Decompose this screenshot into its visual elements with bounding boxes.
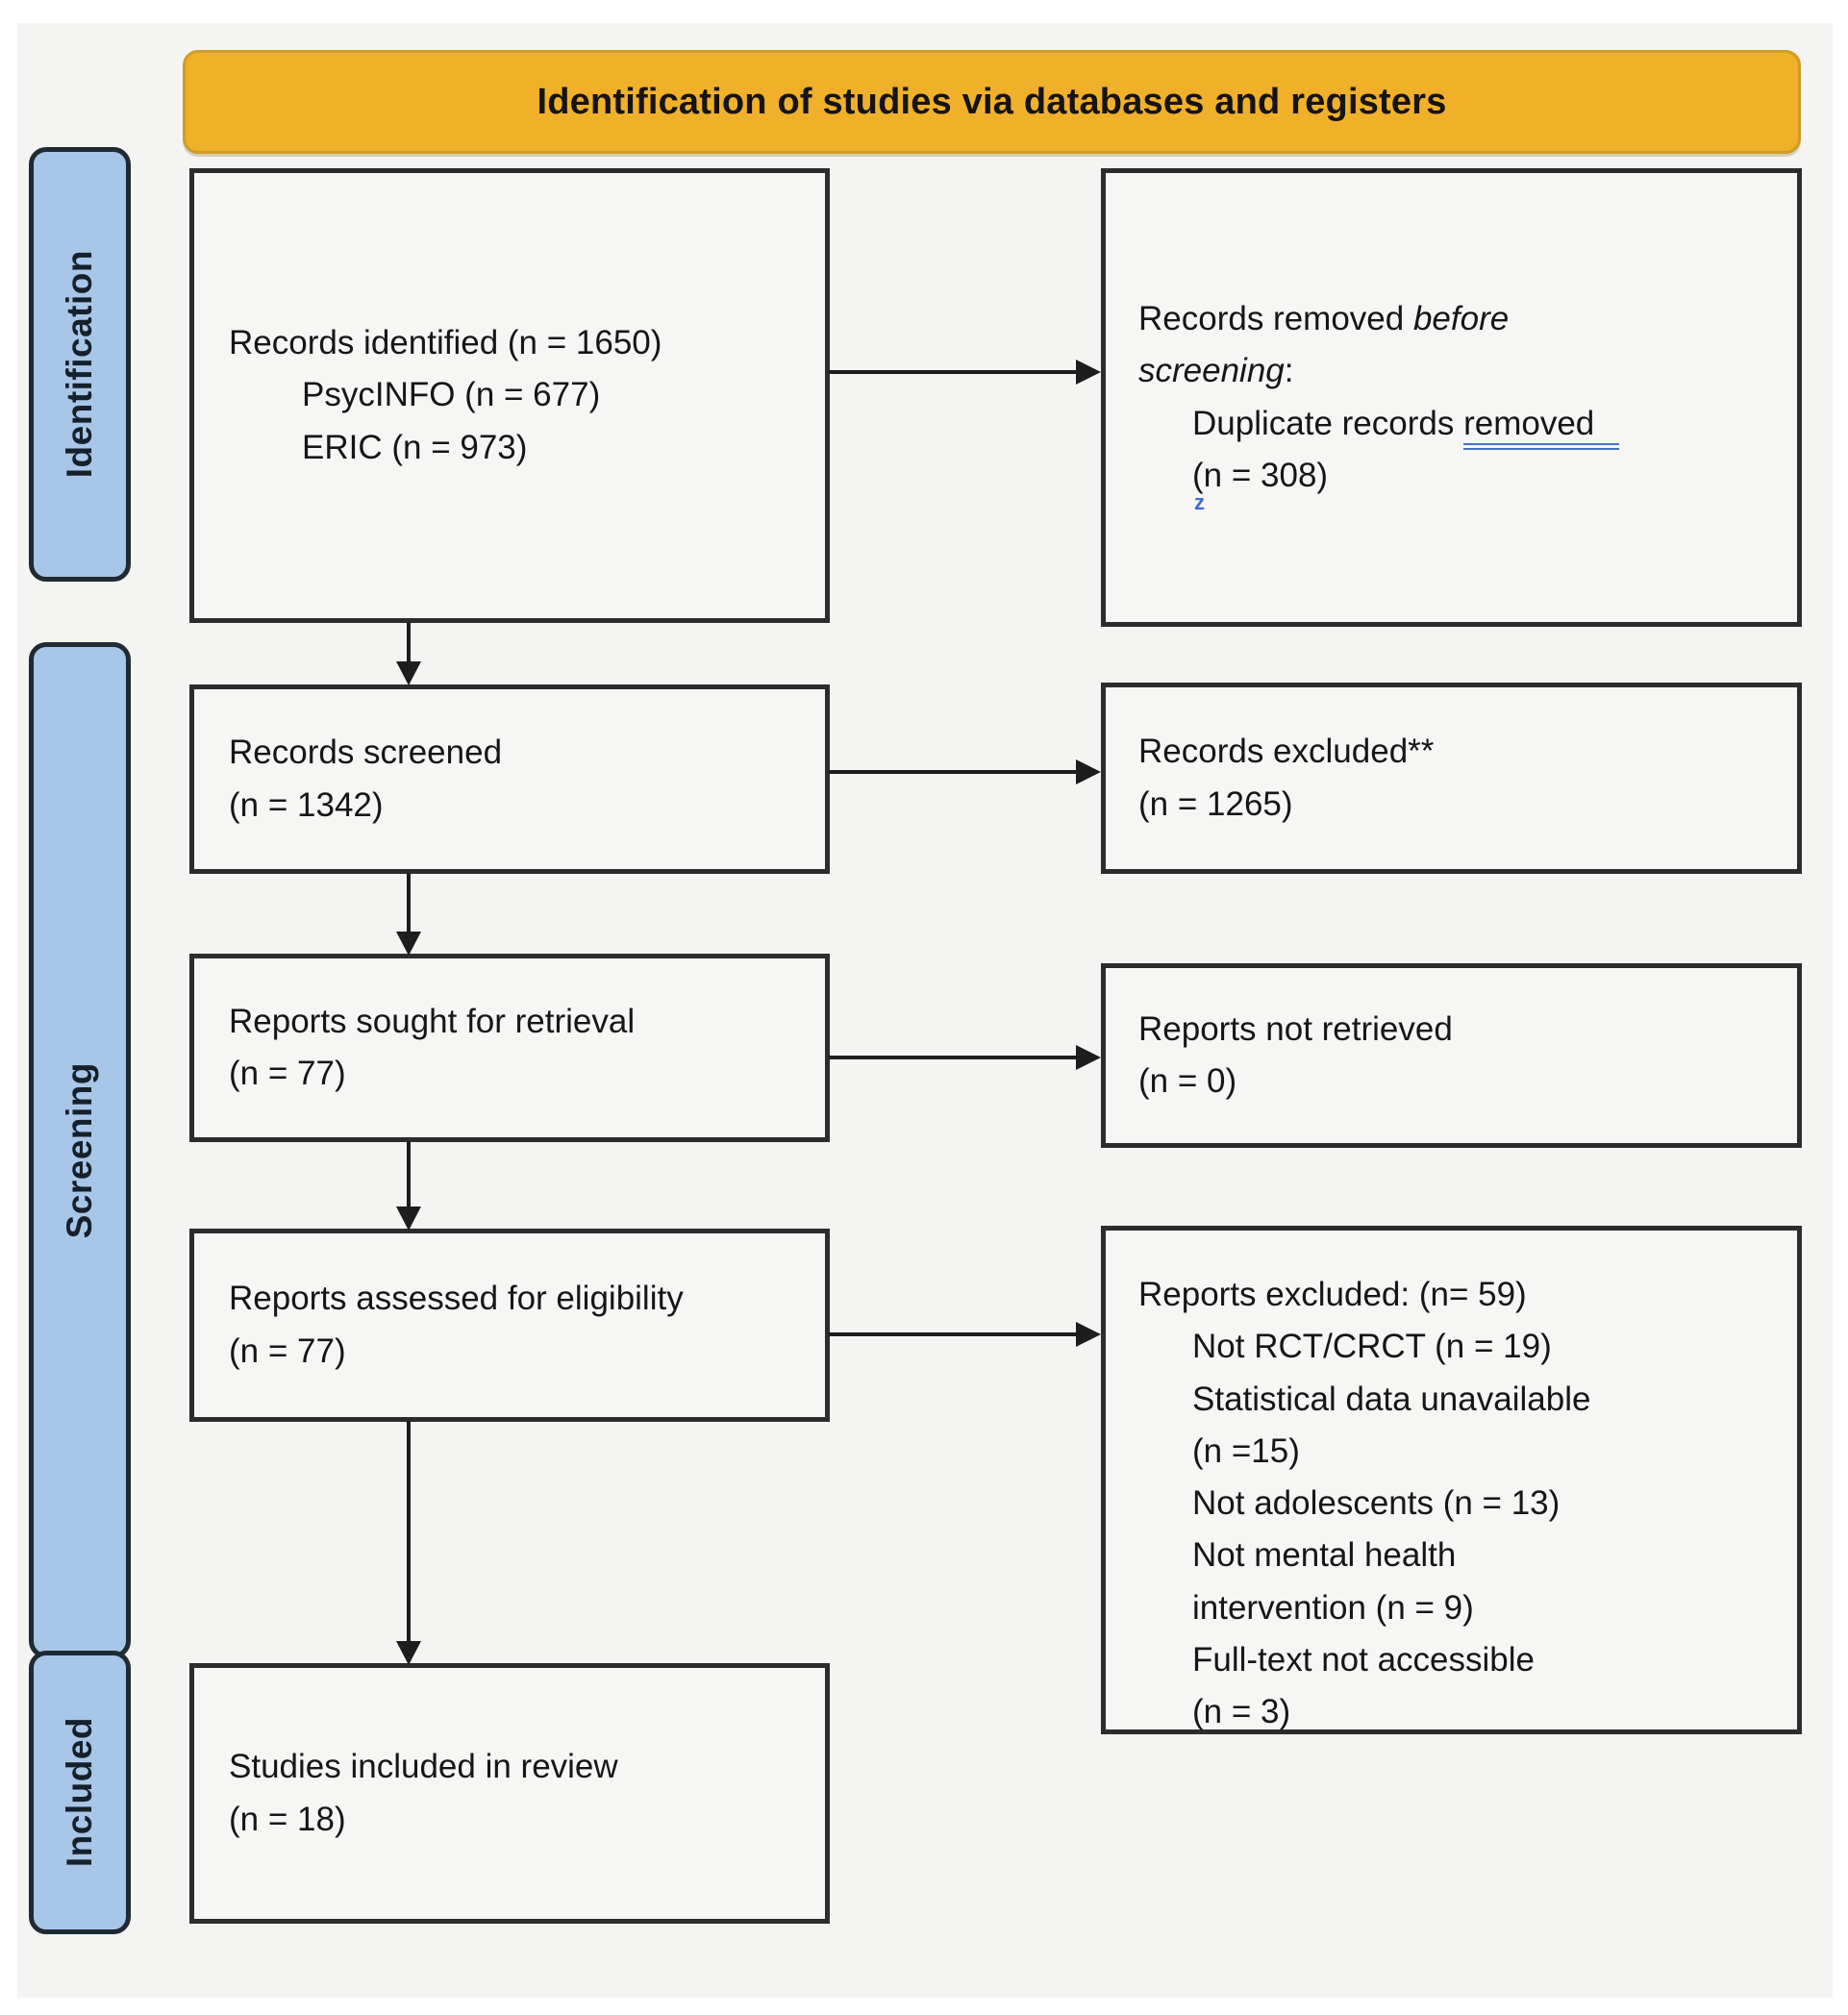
box-records-removed: Records removed before screening: Duplic… xyxy=(1101,168,1802,627)
arrow-line-screened-to-excluded xyxy=(829,770,1079,774)
box-reports-sought: Reports sought for retrieval (n = 77) xyxy=(189,954,830,1142)
arrowhead-down-icon xyxy=(396,932,421,956)
excluded-reason-line: Full-text not accessible xyxy=(1192,1640,1535,1679)
reports-excluded-title: Reports excluded: (n= 59) xyxy=(1138,1276,1527,1313)
records-removed-count: (n = 308)z xyxy=(1192,456,1329,514)
box-reports-excluded-reasons: Reports excluded: (n= 59) Not RCT/CRCT (… xyxy=(1101,1226,1802,1734)
reports-sought-line1: Reports sought for retrieval xyxy=(229,1002,636,1040)
excluded-reason-line: Not adolescents (n = 13) xyxy=(1192,1484,1561,1522)
box-studies-included: Studies included in review (n = 18) xyxy=(189,1663,830,1924)
arrow-line-identified-to-removed xyxy=(829,370,1079,374)
records-removed-line2: screening: xyxy=(1138,352,1294,390)
excluded-reason-line: (n =15) xyxy=(1192,1431,1300,1470)
banner-title: Identification of studies via databases … xyxy=(537,81,1447,122)
banner: Identification of studies via databases … xyxy=(183,50,1801,154)
box-records-identified: Records identified (n = 1650) PsycINFO (… xyxy=(189,168,830,623)
studies-included-line1: Studies included in review xyxy=(229,1748,618,1786)
stage-included-text: Included xyxy=(60,1717,99,1868)
arrow-line-assessed-to-included xyxy=(407,1421,411,1644)
studies-included-line2: (n = 18) xyxy=(229,1800,346,1838)
tracked-change-mark: z xyxy=(1194,489,1205,514)
arrow-line-sought-to-assessed xyxy=(407,1141,411,1209)
reports-sought-line2: (n = 77) xyxy=(229,1055,346,1092)
records-identified-line2: PsycINFO (n = 677) xyxy=(302,376,601,414)
arrowhead-down-icon xyxy=(396,1207,421,1231)
stage-screening-text: Screening xyxy=(60,1061,99,1239)
arrow-line-assessed-to-excluded-reasons xyxy=(829,1332,1079,1336)
records-screened-line2: (n = 1342) xyxy=(229,785,384,824)
excluded-reason-line: Statistical data unavailable xyxy=(1192,1380,1591,1418)
box-reports-assessed: Reports assessed for eligibility (n = 77… xyxy=(189,1229,830,1422)
duplicate-records-line: Duplicate records removed xyxy=(1106,398,1797,450)
arrowhead-right-icon xyxy=(1076,360,1101,385)
box-records-excluded: Records excluded** (n = 1265) xyxy=(1101,683,1802,874)
reports-not-retrieved-line1: Reports not retrieved xyxy=(1138,1009,1453,1048)
arrow-line-sought-to-not-retrieved xyxy=(829,1056,1079,1059)
tracked-change-underline: removed xyxy=(1463,404,1620,450)
italic-screening: screening xyxy=(1138,352,1285,390)
reports-assessed-line1: Reports assessed for eligibility xyxy=(229,1280,684,1318)
arrowhead-down-icon xyxy=(396,661,421,685)
arrowhead-right-icon xyxy=(1076,759,1101,784)
arrow-line-identified-to-screened xyxy=(407,623,411,663)
excluded-reason-line: (n = 3) xyxy=(1192,1693,1291,1730)
arrowhead-right-icon xyxy=(1076,1045,1101,1070)
stage-label-screening: Screening xyxy=(29,642,131,1658)
records-identified-line3: ERIC (n = 973) xyxy=(302,428,528,466)
box-records-screened: Records screened (n = 1342) xyxy=(189,684,830,874)
excluded-reason-line: Not mental health xyxy=(1192,1536,1457,1575)
excluded-reason-line: intervention (n = 9) xyxy=(1192,1588,1474,1627)
excluded-reason-line: Not RCT/CRCT (n = 19) xyxy=(1192,1328,1552,1366)
arrowhead-down-icon xyxy=(396,1641,421,1665)
records-screened-line1: Records screened xyxy=(229,734,503,772)
stage-label-identification: Identification xyxy=(29,147,131,582)
stage-identification-text: Identification xyxy=(60,250,99,479)
box-reports-not-retrieved: Reports not retrieved (n = 0) xyxy=(1101,963,1802,1148)
records-excluded-line2: (n = 1265) xyxy=(1138,784,1293,823)
records-excluded-line1: Records excluded** xyxy=(1138,733,1435,771)
records-removed-line1: Records removed before xyxy=(1138,300,1510,337)
arrow-line-screened-to-sought xyxy=(407,873,411,934)
reports-assessed-line2: (n = 77) xyxy=(229,1331,346,1370)
reports-not-retrieved-line2: (n = 0) xyxy=(1138,1062,1237,1100)
arrowhead-right-icon xyxy=(1076,1322,1101,1347)
stage-label-included: Included xyxy=(29,1651,131,1934)
italic-before: before xyxy=(1412,300,1510,337)
records-identified-line1: Records identified (n = 1650) xyxy=(229,324,662,362)
